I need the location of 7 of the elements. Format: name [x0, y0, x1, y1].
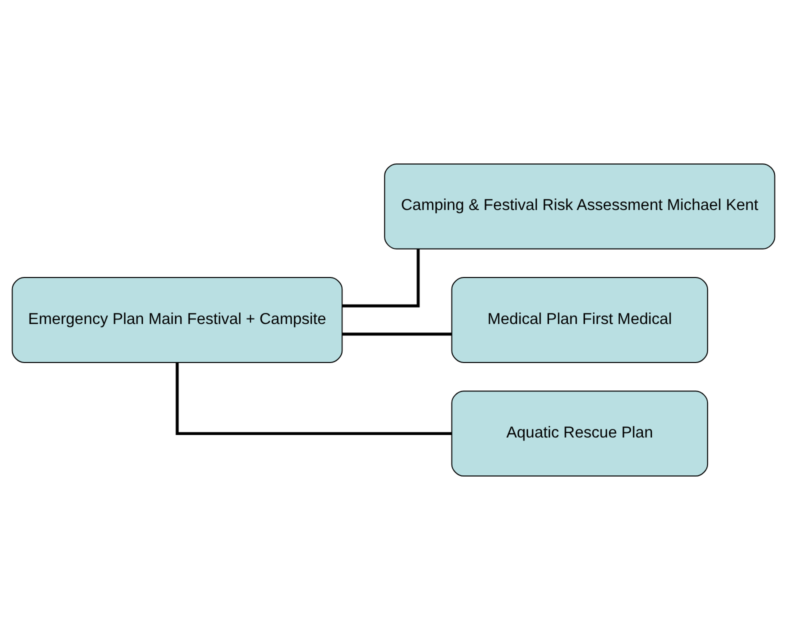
connector	[342, 248, 420, 307]
connector	[342, 332, 452, 336]
node-box: Medical Plan First Medical	[451, 276, 708, 362]
node-box: Emergency Plan Main Festival + Campsite	[12, 276, 343, 362]
node-box: Aquatic Rescue Plan	[451, 390, 708, 476]
node-box: Camping & Festival Risk Assessment Michael Kent	[384, 162, 776, 249]
connector	[176, 362, 452, 435]
